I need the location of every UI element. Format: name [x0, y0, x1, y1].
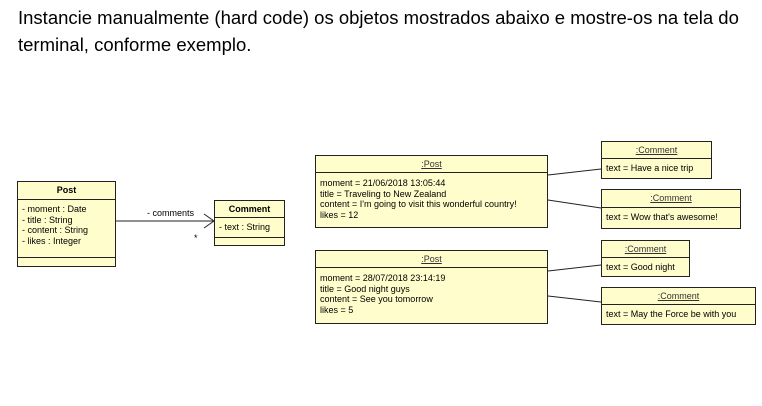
post1-title: title = Traveling to New Zealand	[320, 188, 447, 199]
post2-likes: likes = 5	[320, 304, 354, 315]
comment-object-2-header: :Comment	[602, 190, 740, 208]
post2-moment: moment = 28/07/2018 23:14:19	[320, 273, 446, 283]
post-object-1-fields: moment = 21/06/2018 13:05:44 title = Tra…	[316, 173, 547, 220]
comment-class-box: Comment - text : String	[214, 200, 285, 246]
comment-object-4-header: :Comment	[602, 288, 755, 305]
post-class-attributes: - moment : Date - title : String - conte…	[18, 200, 115, 246]
post2-content: content = See you tomorrow	[320, 294, 433, 305]
post-object-2-fields: moment = 28/07/2018 23:14:19 title = Goo…	[316, 268, 547, 315]
link-post2-comment3	[547, 264, 602, 272]
post-attr-moment: - moment : Date	[22, 204, 87, 214]
post1-likes: likes = 12	[320, 209, 359, 220]
association-role-label: - comments	[147, 208, 195, 218]
post1-content: content = I'm going to visit this wonder…	[320, 199, 517, 210]
comment-object-2-text: text = Wow that's awesome!	[606, 212, 718, 222]
post-class-methods-divider	[18, 257, 115, 258]
link-post1-comment1	[547, 168, 602, 176]
post-class-box: Post - moment : Date - title : String - …	[17, 181, 116, 267]
comment-attr-text: - text : String	[219, 222, 271, 232]
link-post1-comment2	[547, 199, 602, 209]
post-class-name: Post	[18, 182, 115, 200]
association-multiplicity: *	[194, 233, 198, 243]
comment-object-2: :Comment text = Wow that's awesome!	[601, 189, 741, 229]
link-post2-comment4	[547, 295, 602, 303]
post1-moment: moment = 21/06/2018 13:05:44	[320, 178, 446, 188]
post-attr-content: - content : String	[22, 225, 89, 236]
post-object-1-header: :Post	[316, 156, 547, 173]
comment-class-attributes: - text : String	[215, 218, 284, 233]
post-object-2: :Post moment = 28/07/2018 23:14:19 title…	[315, 250, 548, 324]
comment-object-1-text: text = Have a nice trip	[606, 163, 694, 173]
comment-object-4: :Comment text = May the Force be with yo…	[601, 287, 756, 325]
comment-object-4-text: text = May the Force be with you	[606, 309, 737, 319]
comment-object-1-header: :Comment	[602, 142, 711, 159]
post-object-1: :Post moment = 21/06/2018 13:05:44 title…	[315, 155, 548, 228]
post2-title: title = Good night guys	[320, 283, 410, 294]
comment-object-1: :Comment text = Have a nice trip	[601, 141, 712, 179]
post-attr-likes: - likes : Integer	[22, 235, 82, 246]
instructions-text: Instancie manualmente (hard code) os obj…	[18, 7, 739, 55]
comment-object-3: :Comment text = Good night	[601, 240, 690, 277]
post-object-2-header: :Post	[316, 251, 547, 268]
comment-class-name: Comment	[215, 201, 284, 218]
comment-object-3-header: :Comment	[602, 241, 689, 258]
comment-object-3-text: text = Good night	[606, 262, 675, 272]
post-attr-title: - title : String	[22, 214, 73, 225]
comment-class-methods-divider	[215, 237, 284, 238]
